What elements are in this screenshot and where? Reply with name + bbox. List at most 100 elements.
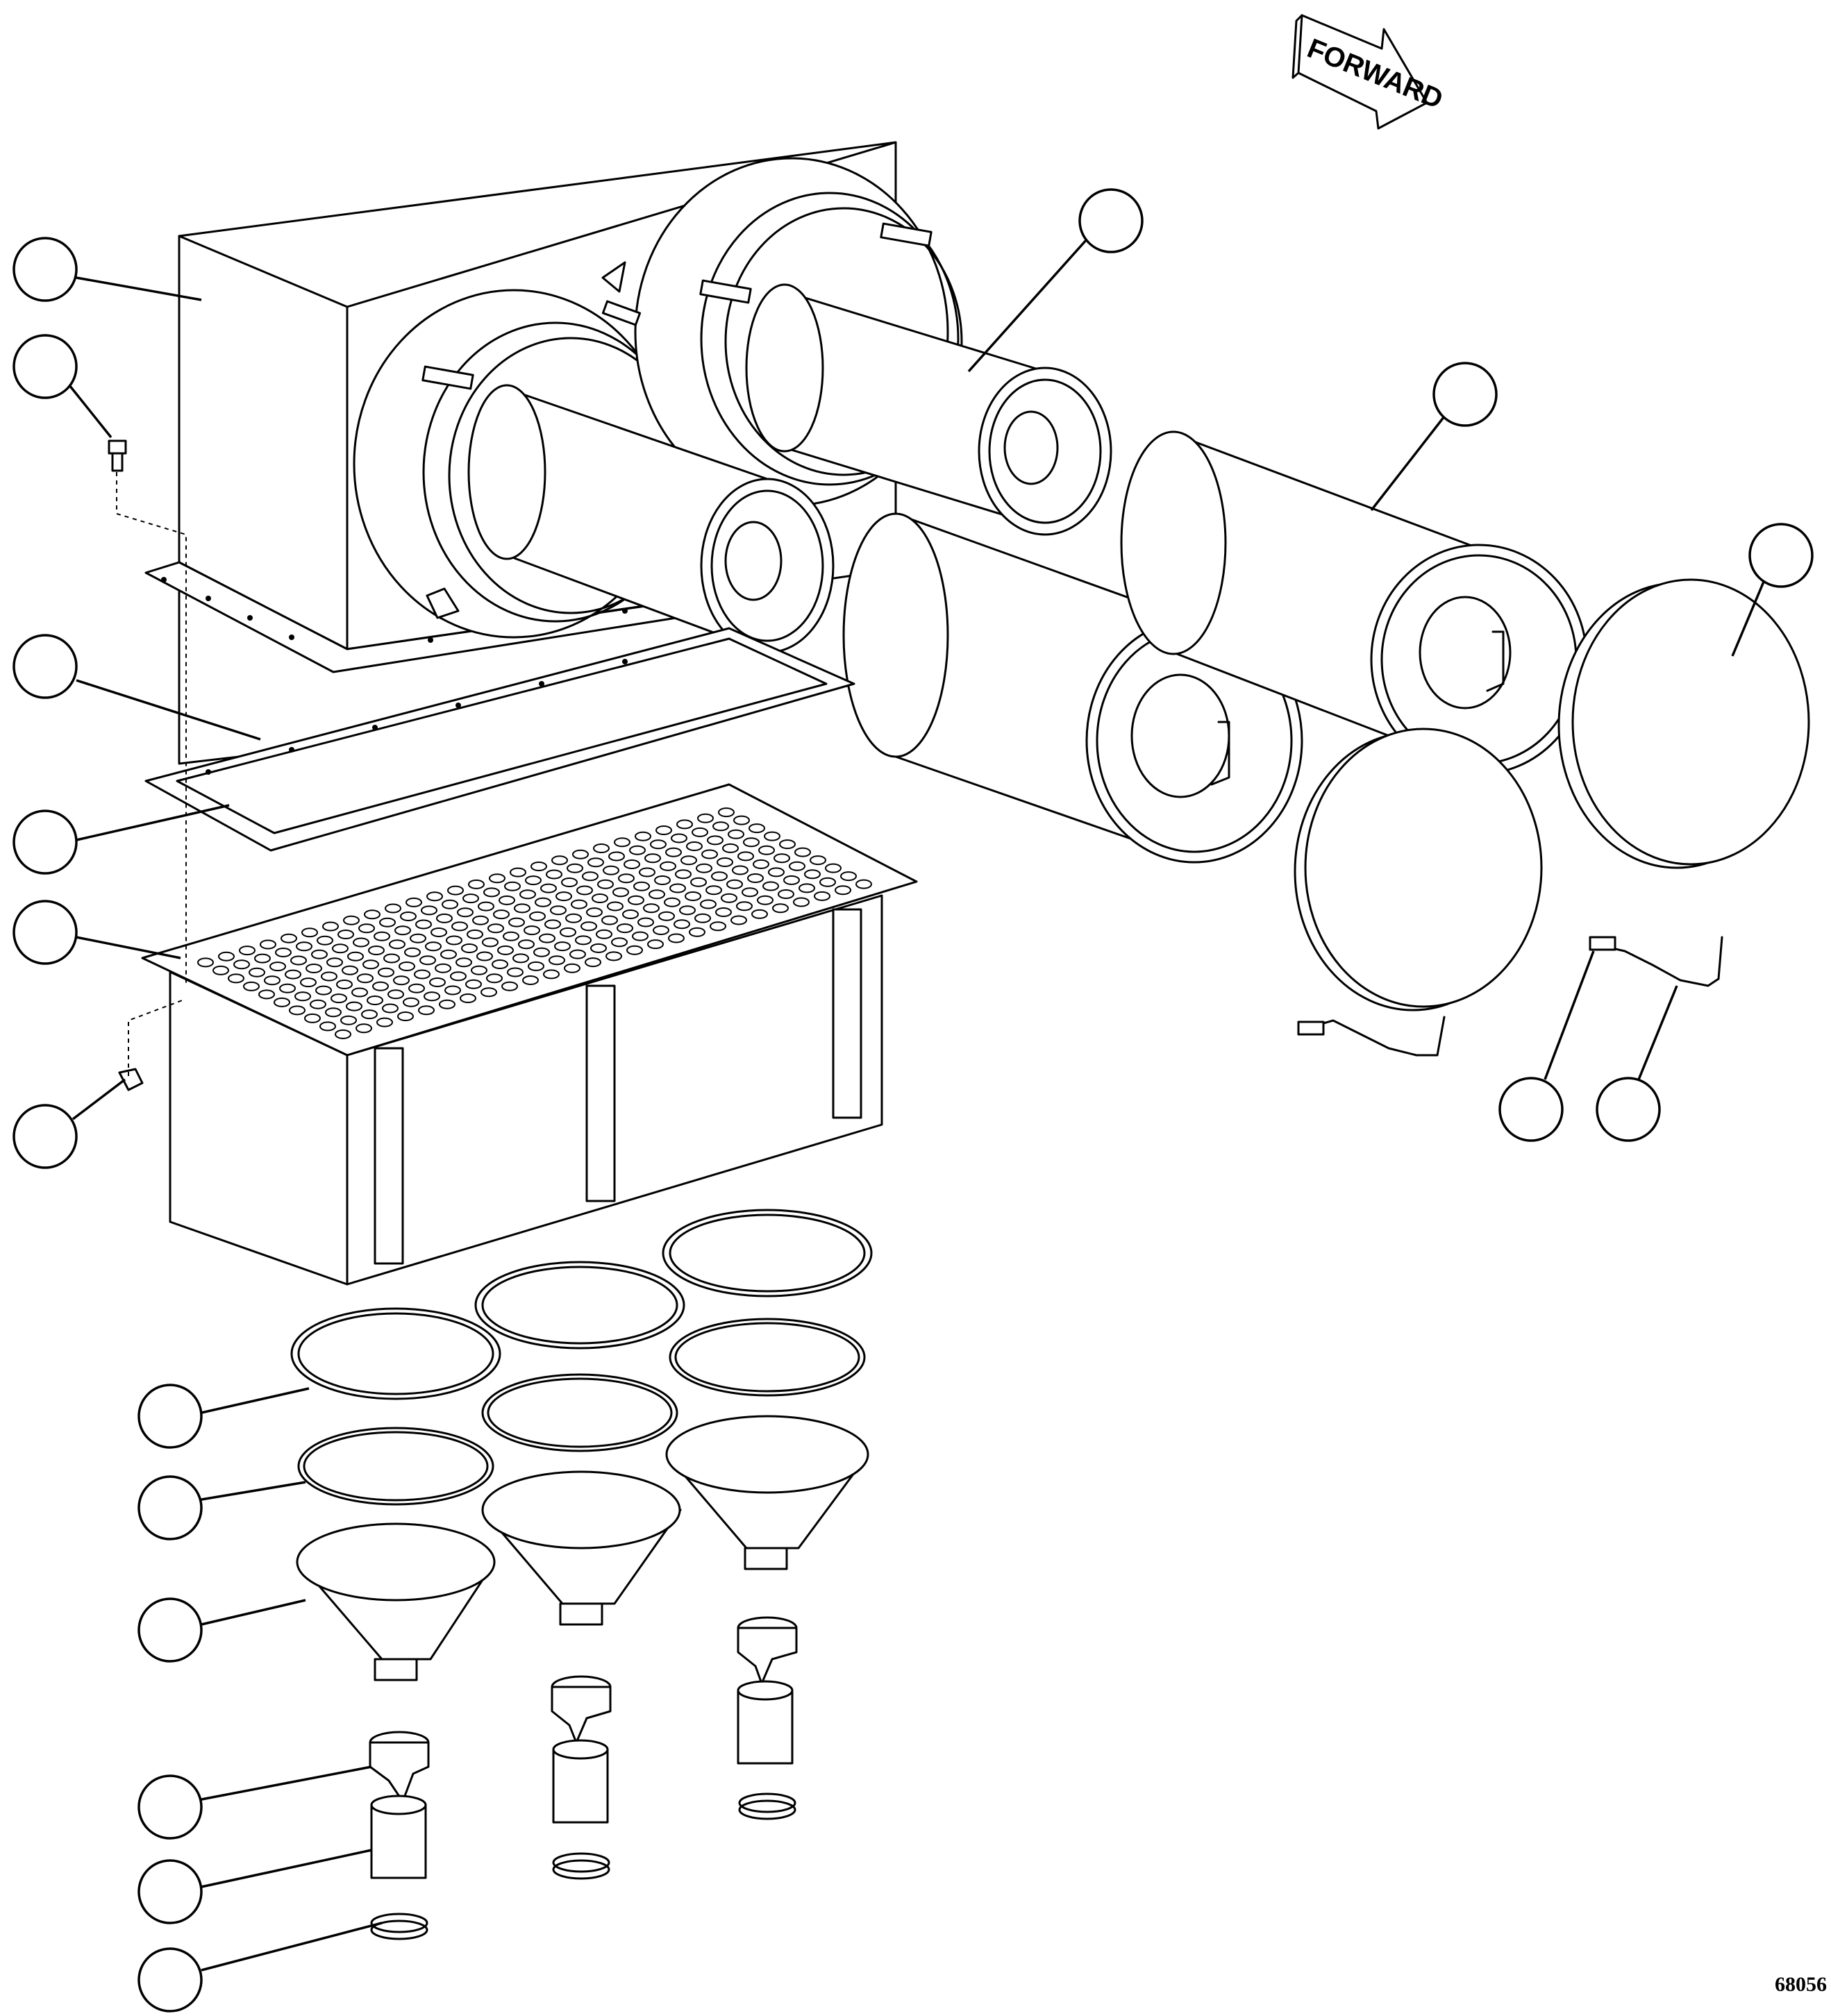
plate-hole bbox=[346, 1002, 362, 1011]
plate-hole bbox=[240, 946, 255, 955]
plate-hole bbox=[420, 956, 435, 964]
plate-hole bbox=[721, 894, 737, 902]
plate-hole bbox=[759, 846, 774, 855]
callout-9 bbox=[14, 1080, 125, 1168]
plate-hole bbox=[585, 958, 601, 966]
plate-hole bbox=[410, 934, 426, 943]
plate-hole bbox=[390, 940, 405, 948]
callout-7 bbox=[14, 805, 229, 873]
plate-hole bbox=[566, 914, 581, 923]
plate-hole bbox=[638, 918, 653, 927]
plate-hole bbox=[541, 884, 556, 893]
plate-hole bbox=[573, 850, 588, 859]
plate-hole bbox=[651, 840, 666, 848]
plate-hole bbox=[305, 1014, 320, 1023]
plate-hole bbox=[377, 1018, 392, 1027]
plate-hole bbox=[502, 982, 517, 991]
callout-16 bbox=[139, 1850, 371, 1923]
plate-hole bbox=[546, 871, 562, 879]
plate-hole bbox=[498, 946, 513, 955]
plate-hole bbox=[769, 868, 784, 876]
plate-hole bbox=[728, 830, 744, 839]
plate-hole bbox=[471, 966, 487, 975]
plate-hole bbox=[826, 864, 841, 873]
hose-clamp-2 bbox=[553, 1854, 609, 1879]
plate-hole bbox=[198, 958, 213, 966]
plate-hole bbox=[484, 888, 499, 896]
plate-hole bbox=[437, 914, 452, 923]
plate-hole bbox=[280, 984, 295, 993]
plate-hole bbox=[681, 856, 696, 864]
gasket-frame bbox=[146, 628, 854, 850]
plate-hole bbox=[398, 1012, 413, 1020]
clamp-ring-3 bbox=[663, 1210, 871, 1296]
plate-hole bbox=[373, 982, 388, 991]
plate-hole bbox=[820, 878, 835, 887]
valve-1 bbox=[370, 1732, 428, 1801]
plate-hole bbox=[317, 936, 333, 945]
plate-hole bbox=[353, 939, 369, 947]
plate-hole bbox=[799, 884, 814, 892]
plate-hole bbox=[488, 924, 503, 932]
plate-hole bbox=[677, 820, 692, 828]
plate-hole bbox=[706, 886, 721, 894]
plate-hole bbox=[295, 992, 310, 1000]
plate-hole bbox=[738, 852, 753, 860]
plate-hole bbox=[758, 896, 773, 905]
hose-clamp-3 bbox=[739, 1794, 795, 1819]
plate-hole bbox=[342, 966, 358, 975]
plate-hole bbox=[591, 944, 606, 952]
plate-hole bbox=[421, 906, 437, 914]
plate-hole bbox=[535, 898, 551, 907]
plate-hole bbox=[570, 950, 585, 959]
plate-hole bbox=[359, 924, 374, 932]
plate-hole bbox=[540, 934, 555, 943]
plate-hole bbox=[228, 974, 244, 982]
plate-hole bbox=[612, 938, 627, 946]
plate-hole bbox=[649, 890, 664, 898]
plate-hole bbox=[302, 928, 317, 936]
plate-hole bbox=[633, 932, 648, 941]
plate-hole bbox=[442, 900, 458, 909]
plate-hole bbox=[552, 856, 567, 864]
plate-hole bbox=[669, 934, 684, 943]
plate-hole bbox=[290, 1006, 305, 1014]
plate-hole bbox=[333, 944, 348, 952]
funnel-1 bbox=[297, 1524, 494, 1680]
plate-hole bbox=[710, 922, 726, 930]
end-cap-right bbox=[1559, 580, 1809, 986]
plate-hole bbox=[510, 868, 526, 877]
plate-hole bbox=[255, 955, 270, 963]
plate-hole bbox=[462, 944, 477, 952]
plate-hole bbox=[424, 992, 440, 1000]
plate-hole bbox=[358, 974, 373, 982]
plate-hole bbox=[301, 978, 316, 986]
plate-hole bbox=[614, 838, 630, 846]
callout-6 bbox=[14, 635, 260, 739]
plate-hole bbox=[509, 918, 524, 927]
plate-hole bbox=[613, 888, 628, 896]
callout-17 bbox=[139, 1923, 382, 2011]
plate-hole bbox=[571, 900, 587, 909]
hose-1 bbox=[371, 1796, 426, 1878]
plate-hole bbox=[374, 932, 390, 941]
plate-hole bbox=[774, 854, 789, 862]
plate-hole bbox=[598, 880, 613, 889]
plate-hole bbox=[635, 832, 651, 841]
plate-hole bbox=[780, 840, 795, 848]
plate-hole bbox=[426, 942, 441, 950]
end-cap-left bbox=[1295, 729, 1541, 1055]
plate-hole bbox=[687, 842, 702, 850]
plate-hole bbox=[670, 884, 685, 893]
plate-hole bbox=[448, 887, 463, 895]
clamp-ring-1 bbox=[292, 1309, 500, 1399]
plate-hole bbox=[581, 922, 596, 930]
plate-hole bbox=[805, 870, 820, 878]
plate-hole bbox=[555, 942, 570, 950]
plate-hole bbox=[515, 904, 530, 912]
callout-12 bbox=[139, 1385, 309, 1447]
funnel-3 bbox=[667, 1416, 868, 1569]
inner-filter-cartridge-left bbox=[469, 385, 833, 653]
plate-hole bbox=[627, 946, 642, 955]
plate-hole bbox=[445, 986, 460, 995]
